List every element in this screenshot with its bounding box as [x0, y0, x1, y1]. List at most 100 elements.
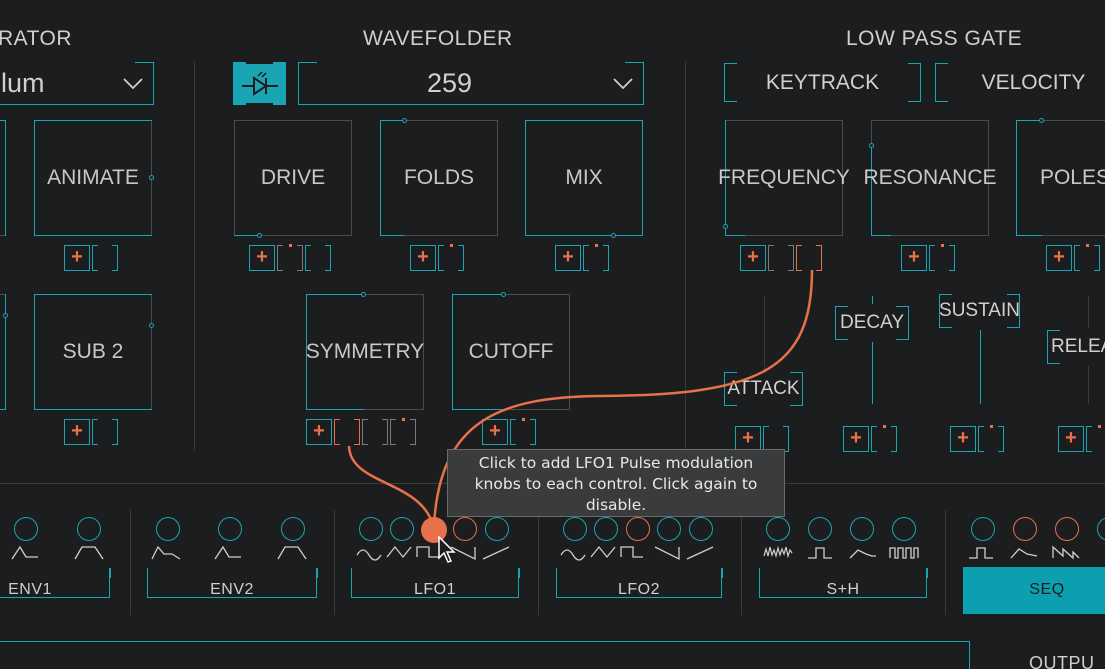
- sh-mod-knob-2[interactable]: [808, 517, 832, 541]
- seq-mod-knob-2[interactable]: [1013, 517, 1037, 541]
- seq-mod-knob-3[interactable]: [1055, 517, 1079, 541]
- sustain-slider-handle[interactable]: SUSTAIN: [939, 292, 1020, 330]
- saw-icon: [1052, 545, 1080, 560]
- mod-slot[interactable]: [1086, 425, 1105, 453]
- wavefolder-bypass-button[interactable]: [233, 60, 286, 107]
- env2-mod-knob-2[interactable]: [218, 517, 242, 541]
- mix-knob[interactable]: MIX: [525, 120, 643, 238]
- stepped-random-icon: [808, 547, 832, 559]
- mod-slot[interactable]: [92, 244, 118, 272]
- add-mod-button[interactable]: +: [306, 419, 332, 445]
- sh-mod-knob-4[interactable]: [892, 517, 916, 541]
- slider-track: [980, 296, 981, 404]
- mod-slot[interactable]: [92, 418, 118, 446]
- modulation-tooltip: Click to add LFO1 Pulse modulation knobs…: [447, 449, 785, 517]
- lfo1-label-box[interactable]: [350, 568, 520, 598]
- drive-knob[interactable]: DRIVE: [234, 120, 352, 238]
- animate-knob[interactable]: ANIMATE: [34, 120, 154, 236]
- env1-attack-mod-knob[interactable]: [14, 517, 38, 541]
- chevron-down-icon: [613, 78, 633, 90]
- divider: [685, 62, 686, 450]
- symmetry-knob[interactable]: SYMMETRY: [306, 292, 424, 410]
- add-mod-button[interactable]: +: [555, 245, 581, 271]
- velocity-button[interactable]: VELOCITY: [935, 61, 1105, 104]
- env2-label: ENV2: [210, 581, 254, 598]
- sh-label: S+H: [826, 581, 860, 598]
- lfo2-mod-knob-2[interactable]: [594, 517, 618, 541]
- lfo2-mod-knob-4[interactable]: [657, 517, 681, 541]
- add-mod-button[interactable]: +: [950, 426, 976, 452]
- mod-slot[interactable]: [978, 425, 1004, 453]
- envelope-decay-icon: [214, 545, 241, 560]
- mod-slot[interactable]: [871, 425, 897, 453]
- poles-knob[interactable]: POLES: [1016, 118, 1105, 236]
- add-mod-button[interactable]: +: [64, 419, 90, 445]
- attack-slider-handle[interactable]: ATTACK: [724, 370, 803, 408]
- mod-slot[interactable]: [334, 418, 360, 446]
- divider: [538, 510, 539, 615]
- mod-slot[interactable]: [510, 418, 536, 446]
- lfo2-mod-knob-1[interactable]: [563, 517, 587, 541]
- mod-slot[interactable]: [768, 244, 794, 272]
- keytrack-button[interactable]: KEYTRACK: [724, 61, 921, 104]
- cutoff-knob[interactable]: CUTOFF: [452, 292, 570, 410]
- mod-slot[interactable]: [438, 244, 464, 272]
- release-slider-handle[interactable]: RELEA: [1047, 328, 1105, 366]
- envelope-decay-icon: [11, 545, 38, 560]
- symmetry-mod-row: +: [306, 418, 416, 446]
- lfo1-sine-mod-knob[interactable]: [359, 517, 383, 541]
- resonance-knob[interactable]: RESONANCE: [863, 120, 997, 236]
- seq-mod-knob-4[interactable]: [1097, 517, 1105, 541]
- sh-mod-knob-1[interactable]: [766, 517, 790, 541]
- partial-knob-left[interactable]: [0, 120, 6, 236]
- sh-mod-knob-3[interactable]: [850, 517, 874, 541]
- add-mod-button[interactable]: +: [482, 419, 508, 445]
- lfo-waveforms-icon: [356, 545, 510, 561]
- envelope-adsr-icon: [151, 545, 181, 560]
- seq-mod-knob-1[interactable]: [971, 517, 995, 541]
- lfo1-pulse-mod-knob[interactable]: [421, 517, 447, 543]
- mod-slot[interactable]: [362, 418, 388, 446]
- wavefolder-preset-select[interactable]: 259: [298, 60, 644, 105]
- mod-slot[interactable]: [277, 244, 303, 272]
- divider: [194, 62, 195, 450]
- add-mod-button[interactable]: +: [901, 245, 927, 271]
- add-mod-button[interactable]: +: [1046, 245, 1072, 271]
- oscillator-preset-select[interactable]: lum: [0, 60, 154, 105]
- lfo1-triangle-mod-knob[interactable]: [390, 517, 414, 541]
- drive-mod-row: +: [249, 244, 331, 272]
- sub2-knob[interactable]: SUB 2: [34, 294, 154, 410]
- folds-knob[interactable]: FOLDS: [380, 118, 498, 236]
- frequency-knob[interactable]: FREQUENCY: [718, 120, 850, 236]
- mouse-cursor-icon: [438, 536, 456, 563]
- mod-slot[interactable]: [583, 244, 609, 272]
- mod-slot[interactable]: [1074, 244, 1100, 272]
- sub2-mod-row: +: [64, 418, 118, 446]
- sh-label-box[interactable]: [758, 568, 928, 598]
- add-mod-button[interactable]: +: [843, 426, 869, 452]
- add-mod-button[interactable]: +: [740, 245, 766, 271]
- add-mod-button[interactable]: +: [410, 245, 436, 271]
- mod-slot-active[interactable]: [796, 244, 822, 272]
- release-mod-row: +: [1058, 425, 1105, 453]
- env1-sustain-mod-knob[interactable]: [77, 517, 101, 541]
- lfo2-label-box[interactable]: [555, 568, 723, 598]
- mod-slot[interactable]: [929, 244, 955, 272]
- add-mod-button[interactable]: +: [249, 245, 275, 271]
- seq-tab-button[interactable]: [963, 567, 1105, 614]
- env1-label-box[interactable]: [0, 568, 111, 598]
- env2-mod-knob-3[interactable]: [281, 517, 305, 541]
- decay-slider-handle[interactable]: DECAY: [835, 304, 909, 342]
- add-mod-button[interactable]: +: [64, 245, 90, 271]
- lfo2-mod-knob-5[interactable]: [689, 517, 713, 541]
- partial-knob-left-2[interactable]: [0, 294, 8, 410]
- env2-label-box[interactable]: [146, 568, 318, 598]
- env2-mod-knob-1[interactable]: [156, 517, 180, 541]
- mod-slot[interactable]: [390, 418, 416, 446]
- lfo1-ramp-mod-knob[interactable]: [485, 517, 509, 541]
- divider: [334, 510, 335, 615]
- mod-slot[interactable]: [305, 244, 331, 272]
- lfo2-mod-knob-3[interactable]: [626, 517, 650, 541]
- add-mod-button[interactable]: +: [1058, 426, 1084, 452]
- bottom-panel: [0, 641, 970, 669]
